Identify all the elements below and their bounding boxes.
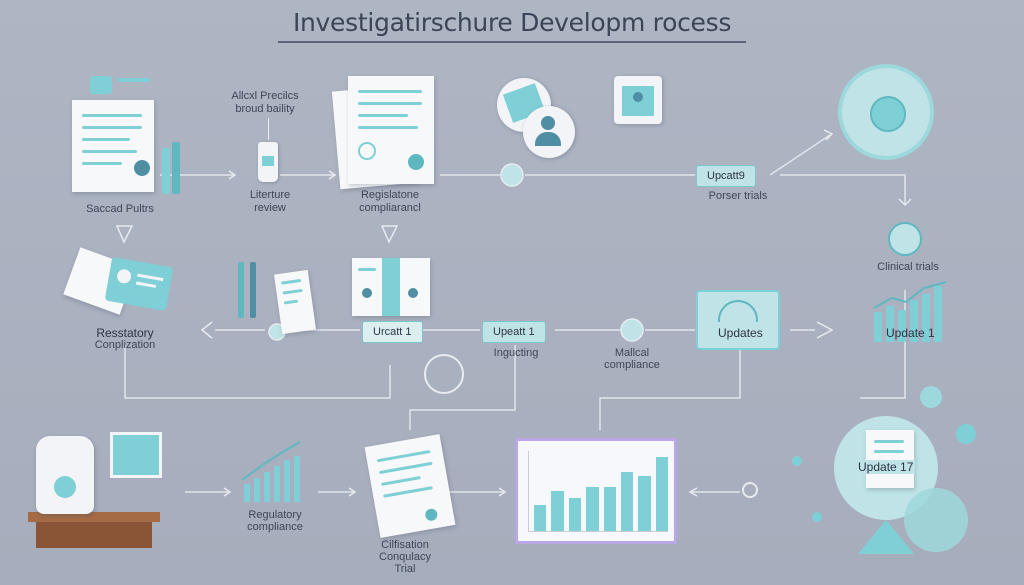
chart-bar — [568, 497, 582, 531]
node-label-cilfisation-1: Cilfisation — [381, 539, 429, 551]
molecule-dot-1 — [920, 386, 942, 408]
trend-chart-icon — [872, 280, 948, 342]
node-label-regislatone-2: compliarancl — [359, 202, 421, 214]
profile-sheet-icon — [352, 258, 430, 316]
bottle-icon — [258, 142, 278, 182]
node-label-mallcal-1: Mallcal — [614, 347, 650, 359]
node-label-regulatory-1: Regulatory — [248, 509, 302, 521]
chart-bar — [534, 504, 547, 531]
trial-document-icon — [364, 434, 456, 538]
user-card-icon — [614, 76, 662, 124]
bar-chart-panel — [515, 438, 677, 544]
chart-bar — [655, 457, 668, 531]
growth-chart-icon — [240, 440, 304, 504]
lab-table-icon — [28, 512, 160, 548]
node-label-allcxl-2: broud baility — [235, 103, 295, 115]
pointer-line — [268, 118, 269, 140]
card-lines-icon — [118, 78, 150, 82]
node-label-porser: Porser trials — [708, 190, 768, 202]
title-underline — [278, 41, 746, 43]
node-label-literture-2: review — [254, 202, 286, 214]
chart-bar — [603, 487, 616, 531]
node-label-ingucting: Ingucting — [493, 347, 539, 359]
node-label-resstatory-1: Resstatory — [96, 326, 154, 340]
pipette-icon — [238, 262, 244, 318]
chart-bar — [586, 487, 599, 531]
pyramid-icon — [858, 520, 914, 554]
globe-sphere-icon — [904, 488, 968, 552]
node-label-clinical: Clinical trials — [877, 261, 939, 273]
node-label-update1: Update 1 — [886, 326, 935, 340]
node-label-saccad: Saccad Pultrs — [86, 203, 154, 215]
node-label-update17: Update 17 — [856, 460, 916, 474]
lab-bottle-icon — [36, 436, 94, 514]
card-icon — [90, 76, 112, 94]
pipette-icon-2 — [250, 262, 256, 318]
molecule-dot-2 — [956, 424, 976, 444]
calendar-icon — [696, 290, 780, 350]
chart-bars — [534, 451, 668, 531]
node-label-cilfisation-2: Conqulacy — [379, 551, 431, 563]
avatar-icon — [523, 106, 575, 158]
update-pill-upeatt: Upeatt 1 — [482, 321, 546, 343]
chart-bar — [620, 471, 634, 531]
document-icon — [72, 100, 154, 192]
network-icon — [424, 354, 464, 394]
globe-badge-icon — [838, 64, 934, 160]
node-label-resstatory-2: Conplization — [94, 339, 156, 351]
molecule-dot-4 — [812, 512, 822, 522]
chart-bar — [638, 475, 651, 531]
node-label-regulatory-2: compliance — [247, 521, 303, 533]
node-label-cilfisation-3: Trial — [394, 563, 416, 575]
globe-icon — [888, 222, 922, 256]
node-label-regislatone-1: Regislatone — [360, 189, 420, 201]
node-label-allcxl-1: Allcxl Precilcs — [231, 90, 299, 102]
flask-icon — [134, 160, 150, 176]
node-label-updates: Updates — [718, 326, 763, 340]
document-stack-icon — [348, 76, 434, 184]
update-pill-top: Upcatt9 — [696, 165, 756, 187]
molecule-dot-3 — [792, 456, 802, 466]
monitor-icon — [110, 432, 162, 478]
clipboard-icon — [866, 430, 914, 488]
diagram-title: Investigatirschure Developm rocess — [292, 8, 732, 37]
update-pill-urcatt: Urcatt 1 — [362, 321, 423, 343]
vial-icon-2 — [172, 142, 180, 194]
vial-icon — [162, 148, 170, 194]
chart-bar — [551, 491, 564, 531]
node-label-literture-1: Literture — [249, 189, 291, 201]
node-label-mallcal-2: compliance — [604, 359, 660, 371]
